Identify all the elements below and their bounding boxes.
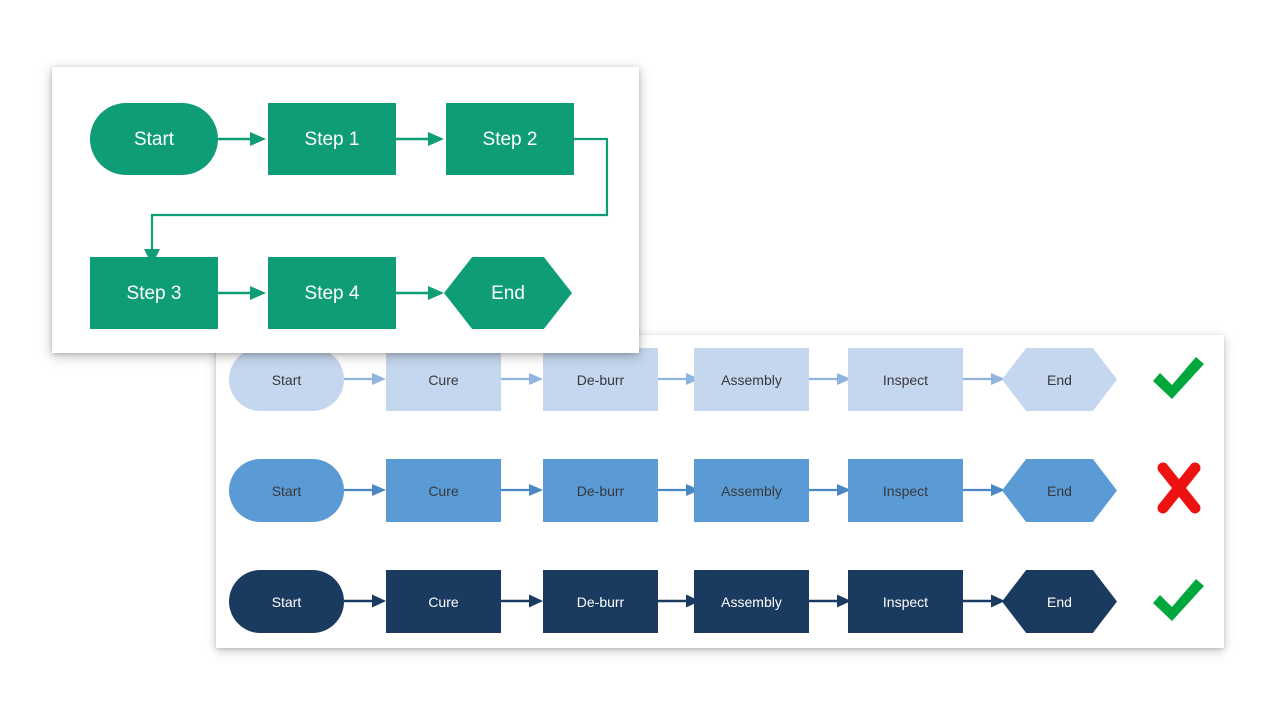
row-dark-arrow-5 xyxy=(963,593,1005,609)
row-mid-step-cure[interactable]: Cure xyxy=(386,459,501,522)
row-dark-step-inspect[interactable]: Inspect xyxy=(848,570,963,633)
flow-node-step4[interactable]: Step 4 xyxy=(268,257,396,329)
shape-label: De-burr xyxy=(576,371,625,388)
row-mid-step-assembly[interactable]: Assembly xyxy=(694,459,809,522)
row-mid-step-inspect[interactable]: Inspect xyxy=(848,459,963,522)
shape-label: End xyxy=(1047,482,1072,499)
process-variants-panel: Start Cure De-burr Assembly xyxy=(216,335,1224,648)
shape-label: De-burr xyxy=(576,593,625,610)
shape-label: Cure xyxy=(428,371,459,388)
row-dark-arrow-2 xyxy=(501,593,543,609)
shape-label: Start xyxy=(271,593,302,610)
row-mid-arrow-1 xyxy=(344,482,386,498)
row-mid-arrow-3 xyxy=(658,482,700,498)
row-mid-arrow-5 xyxy=(963,482,1005,498)
green-flowchart-panel: Start Step 1 Step 2 Step 3 Step 4 xyxy=(52,67,639,353)
row-light-step-deburr[interactable]: De-burr xyxy=(543,348,658,411)
row-light-arrow-3 xyxy=(658,371,700,387)
flow-arrow-step1-step2 xyxy=(396,131,444,147)
row-dark-arrow-1 xyxy=(344,593,386,609)
row-light-arrow-1 xyxy=(344,371,386,387)
shape-label: De-burr xyxy=(576,482,625,499)
shape-label: Start xyxy=(271,482,302,499)
row-light-arrow-2 xyxy=(501,371,543,387)
flow-node-end[interactable]: End xyxy=(444,257,572,329)
row-dark-step-deburr[interactable]: De-burr xyxy=(543,570,658,633)
row-mid-arrow-2 xyxy=(501,482,543,498)
shape-label: Assembly xyxy=(721,593,782,610)
row-mid-step-start[interactable]: Start xyxy=(229,459,344,522)
row-dark-arrow-3 xyxy=(658,593,700,609)
shape-label: Inspect xyxy=(882,371,929,388)
cross-icon xyxy=(1153,459,1205,517)
shape-label: Cure xyxy=(428,593,459,610)
shape-label: End xyxy=(491,282,525,304)
shape-label: Step 4 xyxy=(304,282,360,304)
row-dark-step-start[interactable]: Start xyxy=(229,570,344,633)
shape-label: Start xyxy=(271,371,302,388)
shape-label: End xyxy=(1047,371,1072,388)
flow-node-step3[interactable]: Step 3 xyxy=(90,257,218,329)
flow-arrow-step3-step4 xyxy=(218,285,266,301)
shape-label: Assembly xyxy=(721,371,782,388)
flow-arrow-step4-end xyxy=(396,285,444,301)
row-mid-arrow-4 xyxy=(809,482,851,498)
row-light-step-end[interactable]: End xyxy=(1002,348,1117,411)
flow-arrow-step2-step3 xyxy=(142,127,622,267)
row-light-arrow-4 xyxy=(809,371,851,387)
check-icon xyxy=(1148,351,1208,407)
shape-label: Inspect xyxy=(882,593,929,610)
row-dark-step-cure[interactable]: Cure xyxy=(386,570,501,633)
row-mid-step-deburr[interactable]: De-burr xyxy=(543,459,658,522)
row-mid-step-end[interactable]: End xyxy=(1002,459,1117,522)
shape-label: Step 3 xyxy=(126,282,182,304)
shape-label: End xyxy=(1047,593,1072,610)
shape-label: Assembly xyxy=(721,482,782,499)
row-light-step-assembly[interactable]: Assembly xyxy=(694,348,809,411)
flow-arrow-start-step1 xyxy=(218,131,266,147)
row-dark-step-assembly[interactable]: Assembly xyxy=(694,570,809,633)
check-icon xyxy=(1148,573,1208,629)
shape-label: Inspect xyxy=(882,482,929,499)
row-light-step-cure[interactable]: Cure xyxy=(386,348,501,411)
row-dark-arrow-4 xyxy=(809,593,851,609)
row-light-step-start[interactable]: Start xyxy=(229,348,344,411)
row-dark-step-end[interactable]: End xyxy=(1002,570,1117,633)
shape-label: Cure xyxy=(428,482,459,499)
row-light-step-inspect[interactable]: Inspect xyxy=(848,348,963,411)
row-light-arrow-5 xyxy=(963,371,1005,387)
